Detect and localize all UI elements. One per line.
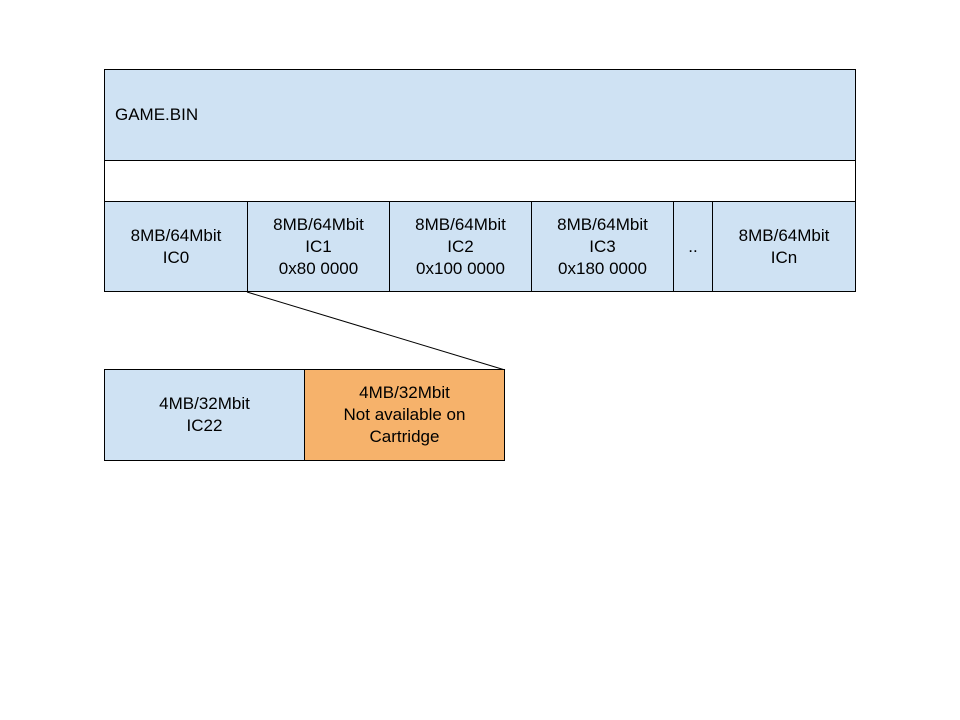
chip-name: IC2 bbox=[447, 236, 474, 256]
chip-ic1: 8MB/64Mbit IC1 0x80 0000 bbox=[247, 201, 390, 292]
unavailable-half: 4MB/32Mbit Not available on Cartridge bbox=[304, 369, 505, 461]
chip-size: 4MB/32Mbit bbox=[159, 394, 250, 413]
chip-address: 0x100 0000 bbox=[416, 258, 505, 278]
chip-size: 8MB/64Mbit bbox=[557, 214, 648, 234]
chip-name: IC3 bbox=[589, 236, 616, 256]
chip-name: IC0 bbox=[162, 247, 190, 267]
chip-name: IC22 bbox=[186, 416, 223, 435]
chip-ic3: 8MB/64Mbit IC3 0x180 0000 bbox=[531, 201, 674, 292]
connector-line bbox=[246, 291, 506, 371]
chip-size: 8MB/64Mbit bbox=[273, 214, 364, 234]
chip-size: 8MB/64Mbit bbox=[415, 214, 506, 234]
game-bin-label: GAME.BIN bbox=[115, 105, 199, 124]
chip-size: 8MB/64Mbit bbox=[738, 225, 830, 245]
chip-icn: 8MB/64Mbit ICn bbox=[712, 201, 856, 292]
chip-ic2: 8MB/64Mbit IC2 0x100 0000 bbox=[389, 201, 532, 292]
chip-size: 8MB/64Mbit bbox=[130, 225, 222, 245]
chip-size: 4MB/32Mbit bbox=[359, 383, 450, 402]
chip-ic22: 4MB/32Mbit IC22 bbox=[104, 369, 305, 461]
chip-name: IC1 bbox=[305, 236, 332, 256]
ellipsis-label: .. bbox=[688, 236, 698, 256]
chip-ellipsis: .. bbox=[673, 201, 713, 292]
chip-ic0: 8MB/64Mbit IC0 bbox=[104, 201, 248, 292]
chip-address: 0x180 0000 bbox=[558, 258, 647, 278]
chip-name: ICn bbox=[770, 247, 798, 267]
unavailable-note-line2: Cartridge bbox=[369, 427, 440, 446]
unavailable-note-line1: Not available on bbox=[343, 405, 466, 424]
spacer-row bbox=[104, 160, 856, 202]
chip-address: 0x80 0000 bbox=[278, 258, 359, 278]
game-bin-box: GAME.BIN bbox=[104, 69, 856, 161]
